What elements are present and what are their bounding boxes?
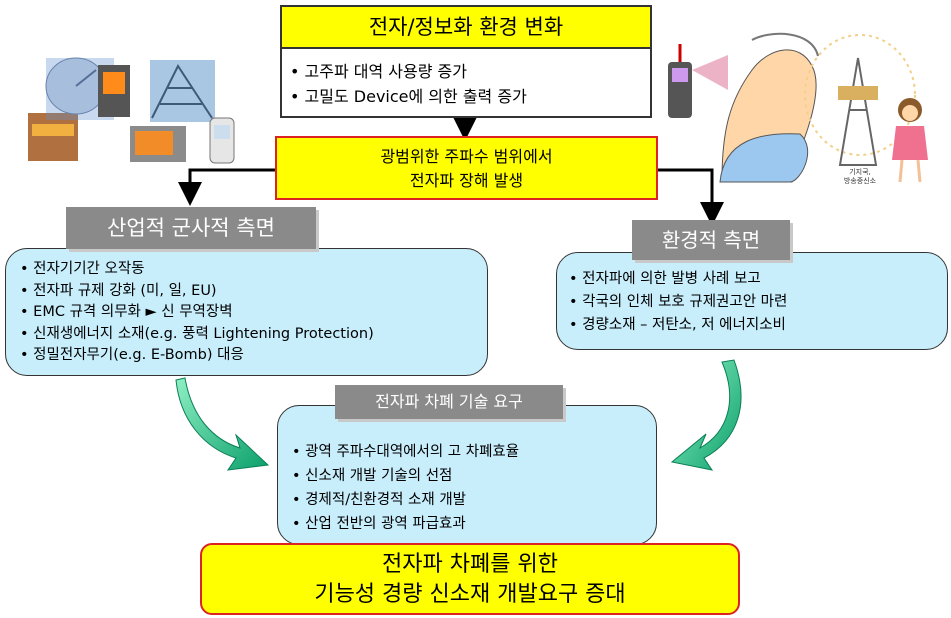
right-items-list: 전자파에 의한 발병 사례 보고 각국의 인체 보호 규제권고안 마련 경량소재… [569, 268, 947, 337]
right-content-box: 전자파에 의한 발병 사례 보고 각국의 인체 보호 규제권고안 마련 경량소재… [556, 252, 948, 350]
tower-caption: 기지국, 방송중신소 [830, 168, 890, 186]
list-item: 고밀도 Device에 의한 출력 증가 [290, 84, 650, 109]
curved-arrow-left [175, 377, 270, 471]
list-item: 각국의 인체 보호 규제권고안 마련 [569, 291, 947, 314]
list-item: 산업 전반의 광역 파급효과 [292, 512, 656, 536]
list-item: 신재생에너지 소재(e.g. 풍력 Lightening Protection) [20, 324, 487, 346]
left-title-text: 산업적 군사적 측면 [107, 216, 275, 240]
bottom-box: 전자파 차폐를 위한 기능성 경량 신소재 개발요구 증대 [200, 543, 740, 615]
tech-title-text: 전자파 차폐 기술 요구 [375, 392, 523, 411]
bottom-line1: 전자파 차폐를 위한 [382, 552, 558, 577]
tech-title: 전자파 차폐 기술 요구 [335, 385, 563, 419]
right-title: 환경적 측면 [632, 220, 790, 260]
top-items-box: 고주파 대역 사용량 증가 고밀도 Device에 의한 출력 증가 [280, 49, 652, 118]
top-items-list: 고주파 대역 사용량 증가 고밀도 Device에 의한 출력 증가 [290, 59, 650, 109]
tower-caption-line1: 기지국, [849, 168, 871, 176]
list-item: 전자파에 의한 발병 사례 보고 [569, 268, 947, 291]
top-title-box: 전자/정보화 환경 변화 [280, 5, 652, 49]
list-item: 고주파 대역 사용량 증가 [290, 59, 650, 84]
center-box: 광범위한 주파수 범위에서 전자파 장해 발생 [275, 136, 658, 200]
top-title: 전자/정보화 환경 변화 [368, 15, 564, 39]
list-item: 전자기기간 오작동 [20, 259, 487, 281]
arrow-center-to-left [178, 168, 275, 206]
center-line2: 전자파 장해 발생 [409, 171, 524, 190]
center-line1: 광범위한 주파수 범위에서 [380, 147, 553, 166]
tech-content-box: 광역 주파수대역에서의 고 차폐효율 신소재 개발 기술의 선점 경제적/친환경… [277, 405, 657, 545]
left-content-box: 전자기기간 오작동 전자파 규제 강화 (미, 일, EU) EMC 규격 의무… [5, 248, 488, 376]
right-title-text: 환경적 측면 [661, 228, 761, 252]
list-item: 경제적/친환경적 소재 개발 [292, 488, 656, 512]
list-item: 정밀전자무기(e.g. E-Bomb) 대응 [20, 345, 487, 367]
list-item: 신소재 개발 기술의 선점 [292, 464, 656, 488]
list-item: 전자파 규제 강화 (미, 일, EU) [20, 281, 487, 303]
arrow-center-to-right [658, 168, 724, 226]
tech-items-list: 광역 주파수대역에서의 고 차폐효율 신소재 개발 기술의 선점 경제적/친환경… [292, 440, 656, 536]
list-item: 광역 주파수대역에서의 고 차폐효율 [292, 440, 656, 464]
left-items-list: 전자기기간 오작동 전자파 규제 강화 (미, 일, EU) EMC 규격 의무… [20, 259, 487, 367]
list-item: 경량소재 – 저탄소, 저 에너지소비 [569, 314, 947, 337]
tower-caption-line2: 방송중신소 [843, 177, 877, 185]
curved-arrow-right [670, 359, 742, 471]
list-item: EMC 규격 의무화 ► 신 무역장벽 [20, 302, 487, 324]
left-title: 산업적 군사적 측면 [66, 207, 316, 249]
bottom-line2: 기능성 경량 신소재 개발요구 증대 [314, 582, 626, 607]
